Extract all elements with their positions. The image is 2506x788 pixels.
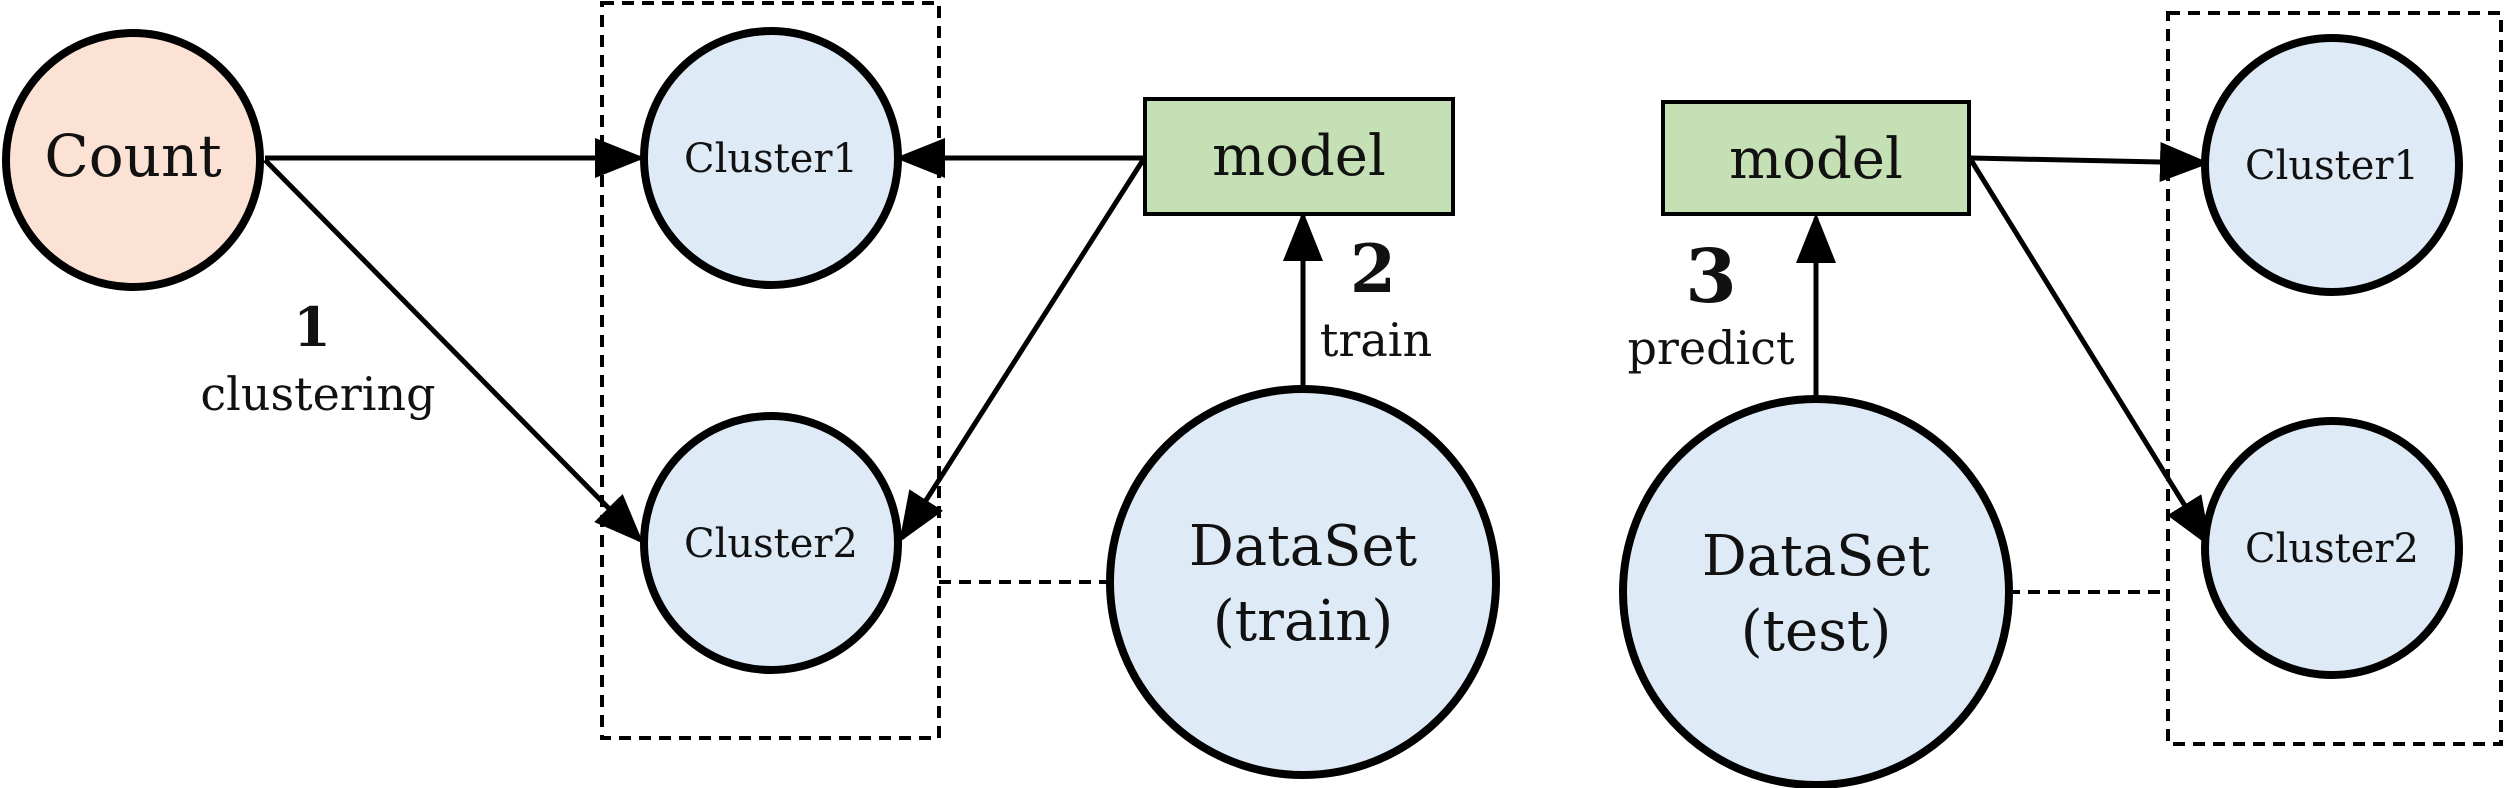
left-cluster2-node: Cluster2 — [640, 412, 902, 674]
left-cluster1-circle — [640, 27, 902, 289]
left-model-to-cluster2-arrow — [899, 158, 1146, 543]
dataset-train-line2: (train) — [1213, 589, 1393, 654]
right-cluster1-circle — [2201, 34, 2463, 296]
count-circle — [2, 29, 264, 291]
right-cluster-group — [2166, 11, 2503, 746]
right-cluster2-node: Cluster2 — [2201, 417, 2463, 679]
right-model-node: model — [1661, 100, 1971, 216]
right-cluster2-label: Cluster2 — [2245, 526, 2419, 572]
right-cluster1-label: Cluster1 — [2245, 143, 2419, 189]
right-cluster2-circle — [2201, 417, 2463, 679]
dataset-train-line1: DataSet — [1189, 514, 1418, 579]
left-model-box — [1143, 97, 1455, 216]
right-model-box — [1661, 100, 1971, 216]
dataset-train-circle — [1106, 385, 1500, 779]
step-2-number: 2 — [1350, 230, 1396, 308]
left-model-node: model — [1143, 97, 1455, 216]
right-cluster1-node: Cluster1 — [2201, 34, 2463, 296]
dataset-test-line2: (test) — [1741, 599, 1892, 664]
left-cluster2-label: Cluster2 — [684, 521, 858, 567]
left-cluster1-label: Cluster1 — [684, 136, 858, 182]
left-cluster1-node: Cluster1 — [640, 27, 902, 289]
count-node: Count — [2, 29, 264, 291]
count-label: Count — [44, 122, 221, 190]
step-2-label: train — [1320, 313, 1432, 367]
step-1-label-group: 1 clustering — [200, 295, 435, 421]
step-3-label: predict — [1627, 321, 1795, 375]
step-1-label: clustering — [200, 367, 435, 421]
step-3-label-group: 3 predict — [1627, 234, 1795, 375]
step-3-number: 3 — [1685, 234, 1737, 320]
dataset-train-node: DataSet (train) — [1106, 385, 1500, 779]
step-2-label-group: 2 train — [1320, 230, 1432, 367]
right-model-label: model — [1729, 127, 1903, 192]
count-to-left-cluster2-arrow — [263, 158, 644, 544]
left-cluster-group — [600, 1, 941, 740]
dataset-test-node: DataSet (test) — [1619, 395, 2013, 788]
dataset-test-circle — [1619, 395, 2013, 788]
step-1-number: 1 — [293, 295, 331, 359]
dataset-test-line1: DataSet — [1702, 524, 1931, 589]
right-model-to-cluster2-arrow — [1968, 158, 2211, 548]
left-model-label: model — [1212, 124, 1386, 189]
left-cluster2-circle — [640, 412, 902, 674]
right-model-to-cluster1-arrow — [1970, 142, 2210, 183]
